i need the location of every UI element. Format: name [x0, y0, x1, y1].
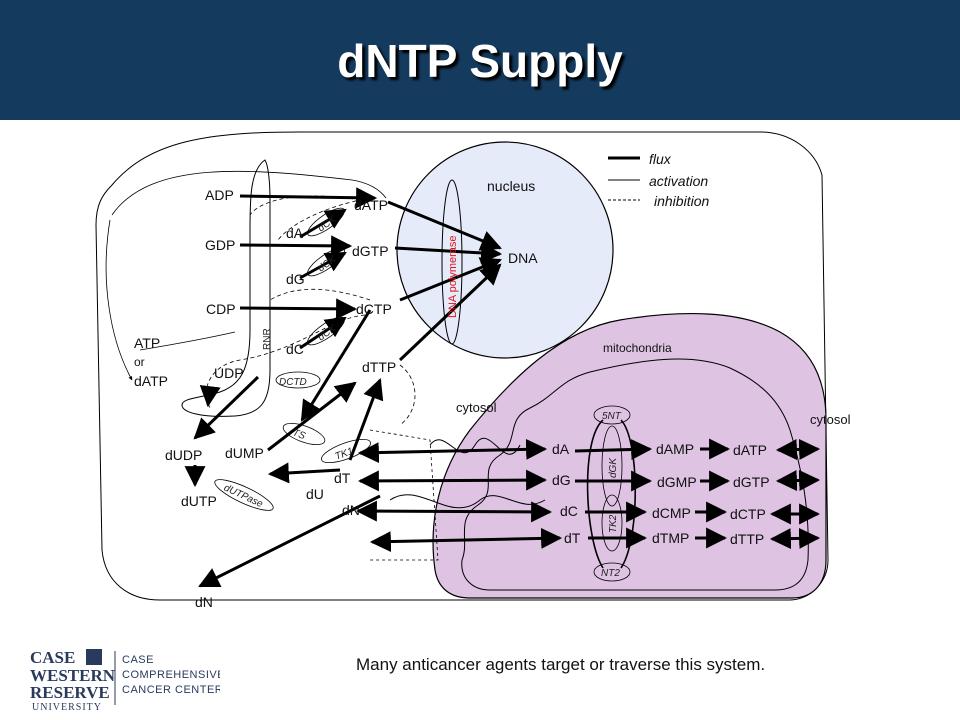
- dttp-label: dTTP: [362, 359, 396, 375]
- logo-reserve: RESERVE: [30, 683, 110, 702]
- atp-label: ATP: [134, 335, 160, 351]
- dg-label: dG: [286, 271, 305, 287]
- legend-inhibition: inhibition: [654, 193, 709, 209]
- logo-western: WESTERN: [30, 666, 116, 685]
- dctd-oval: [275, 371, 321, 389]
- activation-curve-3: [111, 170, 387, 216]
- cytosol-label-right: cytosol: [810, 412, 851, 427]
- logo-case-right: CASE: [122, 654, 154, 666]
- title-banner: [0, 0, 960, 120]
- mito-dg-label: dG: [552, 472, 571, 488]
- university-logo: CASE WESTERN RESERVE UNIVERSITY CASE COM…: [30, 648, 220, 713]
- rnr-loop: [181, 159, 271, 417]
- mito-datp-label: dATP: [733, 442, 767, 458]
- dgk-oval: [601, 425, 623, 507]
- dctd-label: DCTD: [279, 377, 307, 388]
- dna-polymerase-label: DNA polymerase: [447, 235, 459, 318]
- logo-cancer-center: CANCER CENTER: [122, 684, 220, 696]
- mitochondria-label: mitochondria: [603, 341, 672, 355]
- activation-curve-2: [105, 219, 133, 381]
- nucleus-label: nucleus: [487, 178, 535, 194]
- dn-inner-label: dN: [342, 502, 360, 518]
- da-label: dA: [286, 225, 304, 241]
- logo-university: UNIVERSITY: [32, 702, 102, 713]
- cytosol-label-left: cytosol: [456, 400, 497, 415]
- logo-comprehensive: COMPREHENSIVE: [122, 669, 220, 681]
- tk2-oval: [601, 494, 623, 552]
- or-label: or: [134, 355, 145, 369]
- nt2-label: NT2: [601, 568, 620, 579]
- inhibition-curve-1: [249, 195, 361, 216]
- dudp-label: dUDP: [165, 447, 202, 463]
- cell-membrane: [95, 131, 829, 601]
- rnr-label: RNR: [262, 328, 273, 350]
- dn-outer-label: dN: [195, 594, 213, 610]
- mito-dgtp-label: dGTP: [733, 474, 770, 490]
- dgtp-label: dGTP: [352, 243, 389, 259]
- datp-source-label: dATP: [134, 373, 168, 389]
- dctp-label: dCTP: [356, 301, 392, 317]
- cytosol-flux-arrows: [184, 187, 503, 588]
- dgk-label: dGK: [608, 457, 619, 478]
- activation-curve-1: [139, 331, 236, 351]
- mito-dc-label: dC: [560, 503, 578, 519]
- slide-caption: Many anticancer agents target or travers…: [356, 655, 766, 674]
- inhibition-curve-3: [269, 288, 371, 301]
- dc-label: dC: [286, 341, 304, 357]
- datp-label: dATP: [354, 197, 388, 213]
- logo-case: CASE: [30, 648, 75, 667]
- dutpase-oval: [214, 479, 274, 511]
- transport-wave-2: [389, 494, 546, 509]
- dntp-pathway-diagram: flux activation inhibition nucleus mitoc…: [95, 131, 851, 610]
- cdp-label: CDP: [206, 301, 236, 317]
- nucleus: [396, 141, 614, 359]
- mito-da-label: dA: [552, 441, 570, 457]
- inhibition-curve-5: [399, 364, 416, 426]
- mito-dctp-label: dCTP: [730, 506, 766, 522]
- slide-title: dNTP Supply: [337, 35, 623, 87]
- legend-flux: flux: [649, 151, 672, 167]
- logo-shield-icon: [86, 649, 102, 665]
- inhibition-curve-2: [277, 197, 371, 241]
- dump-label: dUMP: [225, 445, 264, 461]
- dna-label: DNA: [508, 250, 538, 266]
- ts-label: TS: [291, 427, 307, 442]
- 5nt-label: 5NT: [602, 411, 622, 422]
- 5nt-oval: [593, 405, 631, 425]
- dt-label: dT: [334, 470, 351, 486]
- mito-dgmp-label: dGMP: [657, 474, 697, 490]
- transport-wave-1: [429, 437, 521, 455]
- adp-label: ADP: [205, 187, 234, 203]
- mito-dtmp-label: dTMP: [652, 530, 689, 546]
- tk2-label: TK2: [608, 514, 619, 533]
- mito-dttp-label: dTTP: [730, 531, 764, 547]
- transport-region-outline: [369, 429, 439, 561]
- mito-flux-arrows: [355, 438, 821, 553]
- legend-activation: activation: [649, 173, 708, 189]
- du-label: dU: [306, 486, 324, 502]
- mito-damp-label: dAMP: [656, 441, 694, 457]
- mito-dt-label: dT: [564, 530, 581, 546]
- dna-polymerase-boundary: [441, 179, 463, 345]
- gdp-label: GDP: [205, 237, 235, 253]
- dutp-label: dUTP: [181, 493, 217, 509]
- mitochondria: [432, 312, 827, 599]
- udp-label: UDP: [214, 365, 244, 381]
- mito-dcmp-label: dCMP: [652, 505, 691, 521]
